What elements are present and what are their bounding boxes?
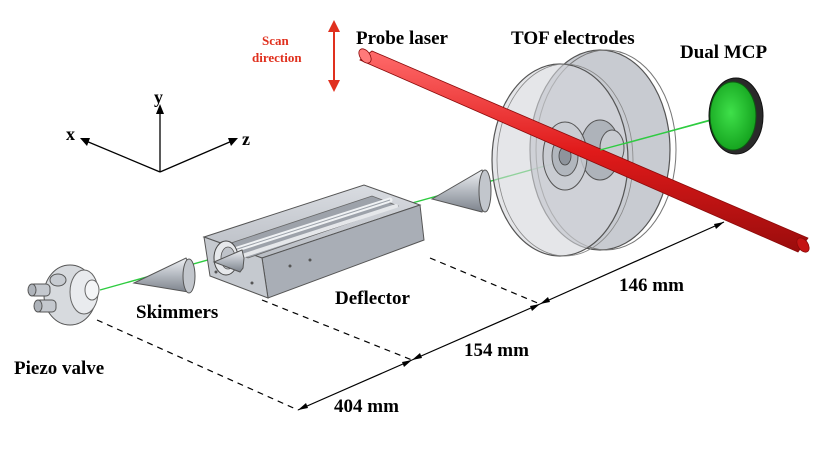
scan-label-line1: Scan — [262, 33, 290, 48]
dim-extension-tof — [429, 257, 541, 305]
dimension-146-label: 146 mm — [619, 275, 684, 296]
scan-direction-arrow — [328, 20, 340, 92]
dim-extension-deflector — [261, 299, 413, 361]
z-axis-arrow-icon — [228, 138, 238, 146]
deflector — [202, 184, 425, 299]
scan-arrow-down-icon — [328, 80, 340, 92]
dim-line-146 — [539, 221, 725, 305]
dimension-lines — [96, 221, 725, 411]
piezo-valve — [27, 264, 100, 326]
dim-line-404 — [297, 359, 413, 411]
deflector-label: Deflector — [335, 288, 410, 309]
dimension-154-label: 154 mm — [464, 340, 529, 361]
x-axis-label: x — [66, 124, 75, 144]
skimmer-cone-3 — [430, 169, 492, 213]
coordinate-axes: y x z — [66, 87, 250, 173]
skimmer-cone-1 — [132, 257, 196, 294]
dim-line-154 — [411, 303, 541, 361]
y-axis-label: y — [154, 87, 163, 107]
dimension-arrowheads — [298, 222, 724, 410]
dim-extension-valve — [96, 319, 299, 411]
scan-label-line2: direction — [252, 50, 302, 65]
probe-laser-label: Probe laser — [356, 28, 449, 49]
dual-mcp-label: Dual MCP — [680, 42, 767, 63]
dimension-404-label: 404 mm — [334, 396, 399, 417]
dual-mcp-detector — [708, 77, 764, 155]
x-axis-line — [85, 140, 161, 173]
z-axis-line — [159, 140, 233, 173]
molecular-beam-front — [599, 119, 713, 151]
skimmer-cone-2 — [212, 249, 245, 273]
scan-arrow-up-icon — [328, 20, 340, 32]
tof-electrodes-label: TOF electrodes — [511, 28, 635, 49]
piezo-valve-label: Piezo valve — [14, 358, 104, 379]
z-axis-label: z — [242, 129, 250, 149]
probe-laser-beam — [358, 48, 810, 253]
x-axis-arrow-icon — [80, 138, 90, 146]
skimmers-label: Skimmers — [136, 302, 218, 323]
y-axis-arrow-icon — [156, 104, 164, 114]
